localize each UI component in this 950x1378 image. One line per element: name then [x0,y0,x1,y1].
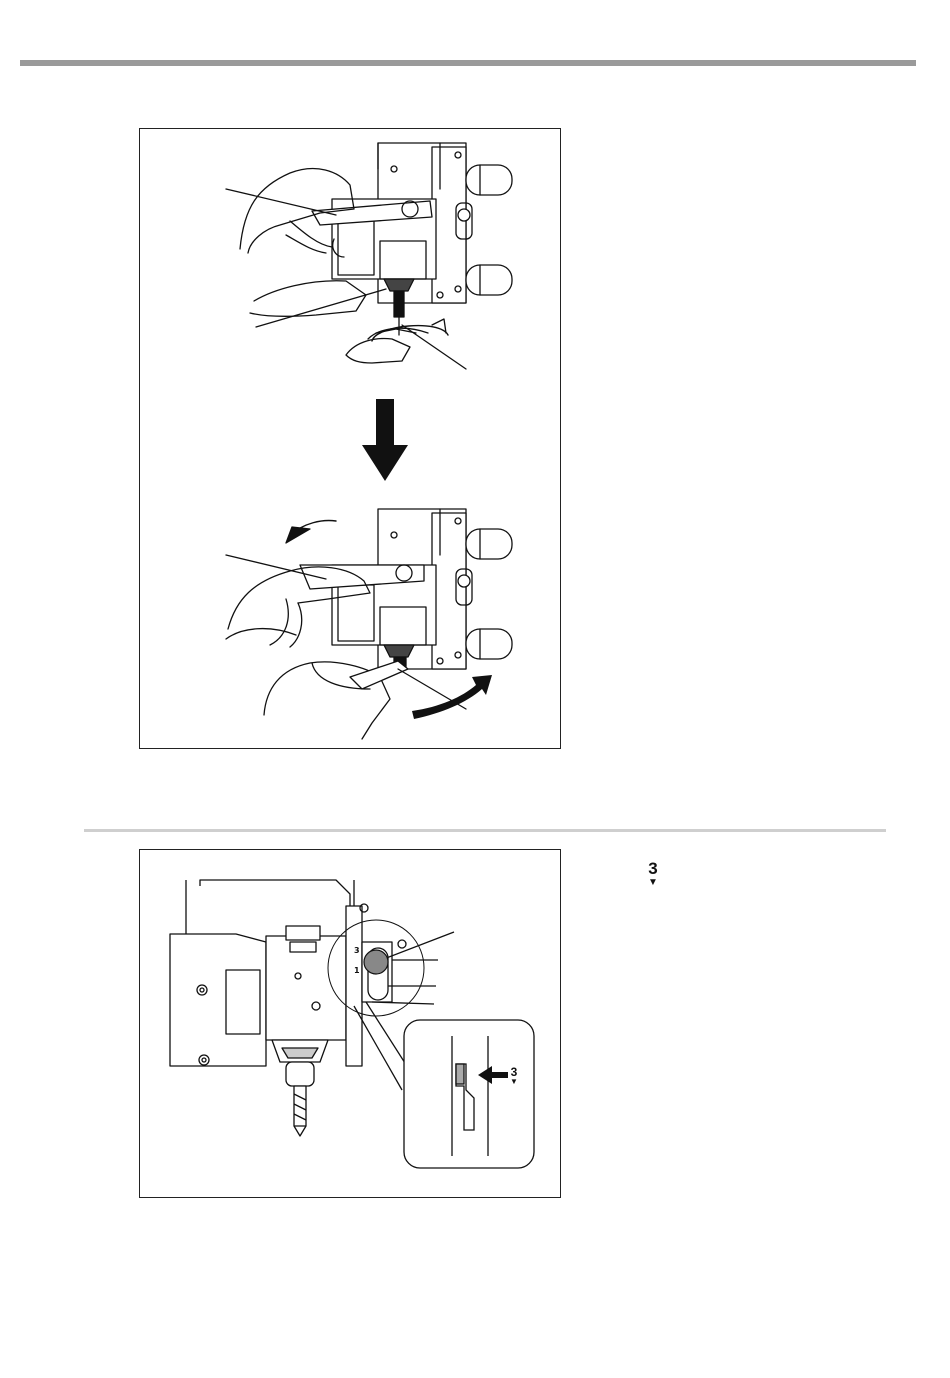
spindle-head-lower [300,509,512,669]
depth-slot-illustration [140,850,562,1199]
depth-marker-number: 3 [643,860,663,877]
depth-marker-side: 3 ▼ [643,860,663,890]
spindle-head-upper [312,143,512,335]
slot-label-lower: 1 [354,967,360,975]
tool-change-illustration [140,129,562,750]
sequence-down-arrow [362,399,408,481]
rotation-arrow-icon [412,675,492,719]
slot-label-upper: 3 [354,947,360,955]
tool-change-figure [139,128,561,749]
depth-slot-figure: 3 1 3 ▼ [139,849,561,1198]
header-rule [20,60,916,66]
hand-upper-bottom [346,328,428,363]
hand-lower-bottom [264,661,408,739]
depth-marker-arrow: ▼ [643,878,663,888]
inset-marker-arrow: ▼ [510,1078,518,1086]
section-divider [84,829,886,832]
slot-detail-inset [404,1020,534,1168]
inset-depth-marker: 3 ▼ [510,1066,518,1086]
